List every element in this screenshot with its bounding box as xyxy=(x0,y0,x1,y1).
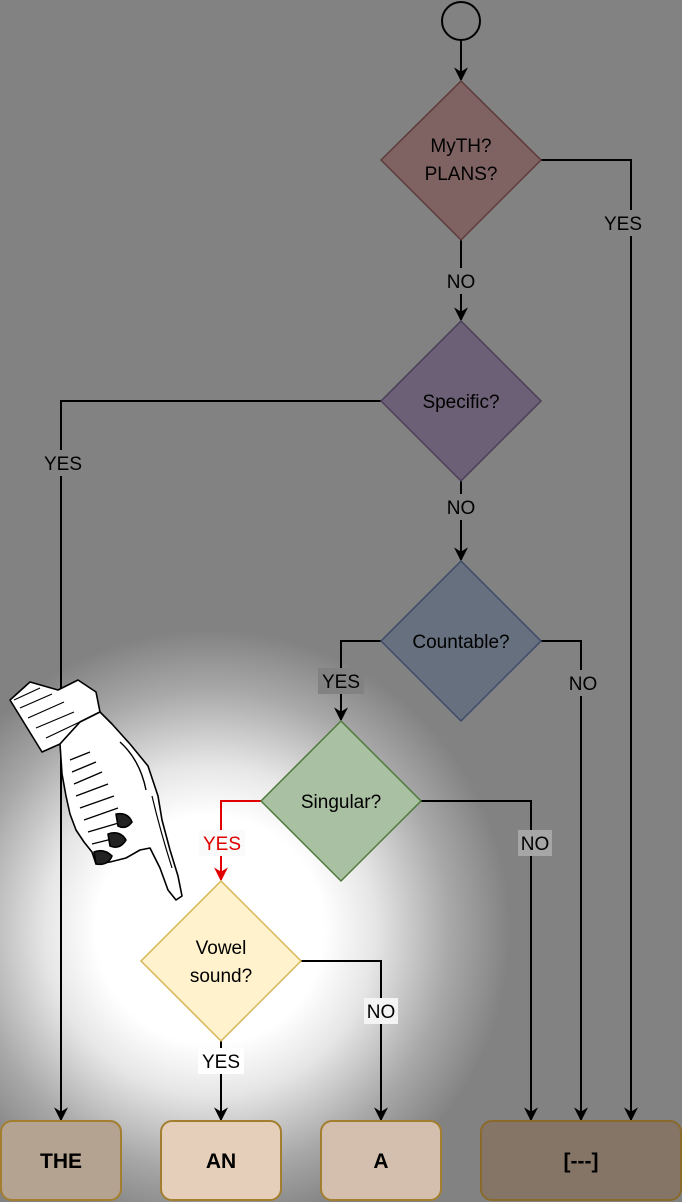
outcome-a-label: A xyxy=(373,1150,388,1173)
outcome-none: [---] xyxy=(480,1120,682,1201)
edge-label-specific-yes: YES xyxy=(44,454,82,475)
edge-label-countable-yes: YES xyxy=(322,672,360,693)
edge-label-singular-yes: YES xyxy=(203,834,241,855)
outcome-the-label: THE xyxy=(40,1150,82,1173)
edge-label-singular-no: NO xyxy=(521,834,550,855)
edge-label-specific-no: NO xyxy=(447,498,476,519)
decision-vowel-line1: Vowel xyxy=(196,938,247,959)
edge-singular-no xyxy=(421,800,538,1122)
decision-vowel-line2: sound? xyxy=(190,966,252,987)
outcome-none-label: [---] xyxy=(564,1150,599,1173)
decision-vowel: Vowel sound? xyxy=(139,879,303,1043)
decision-specific-label: Specific? xyxy=(422,392,499,413)
outcome-an: AN xyxy=(160,1120,282,1201)
outcome-the: THE xyxy=(0,1120,122,1201)
decision-myth-line1: MyTH? xyxy=(430,136,491,157)
edge-vowel-no xyxy=(301,960,388,1122)
decision-countable-label: Countable? xyxy=(412,632,509,653)
decision-myth-line2: PLANS? xyxy=(425,164,498,185)
decision-myth: MyTH? PLANS? xyxy=(379,79,543,242)
edge-label-countable-no: NO xyxy=(569,674,598,695)
decision-countable: Countable? xyxy=(379,559,543,723)
edge-label-myth-yes: YES xyxy=(604,214,642,235)
decision-singular-label: Singular? xyxy=(301,792,381,813)
edge-myth-yes xyxy=(541,159,638,1122)
edge-countable-no xyxy=(541,640,588,1122)
edge-labels: YES NO YES NO YES NO NO YES YES NO xyxy=(40,210,646,1074)
start-circle-icon xyxy=(441,1,481,41)
edge-specific-yes xyxy=(54,400,381,1122)
pointing-hand-icon xyxy=(9,679,183,901)
edge-label-myth-no: NO xyxy=(447,272,476,293)
outcome-a: A xyxy=(320,1120,442,1201)
edge-label-vowel-yes: YES xyxy=(202,1052,240,1073)
decision-specific: Specific? xyxy=(379,319,543,483)
edge-label-vowel-no: NO xyxy=(367,1002,396,1023)
decision-singular: Singular? xyxy=(259,719,423,883)
outcome-an-label: AN xyxy=(206,1150,236,1173)
